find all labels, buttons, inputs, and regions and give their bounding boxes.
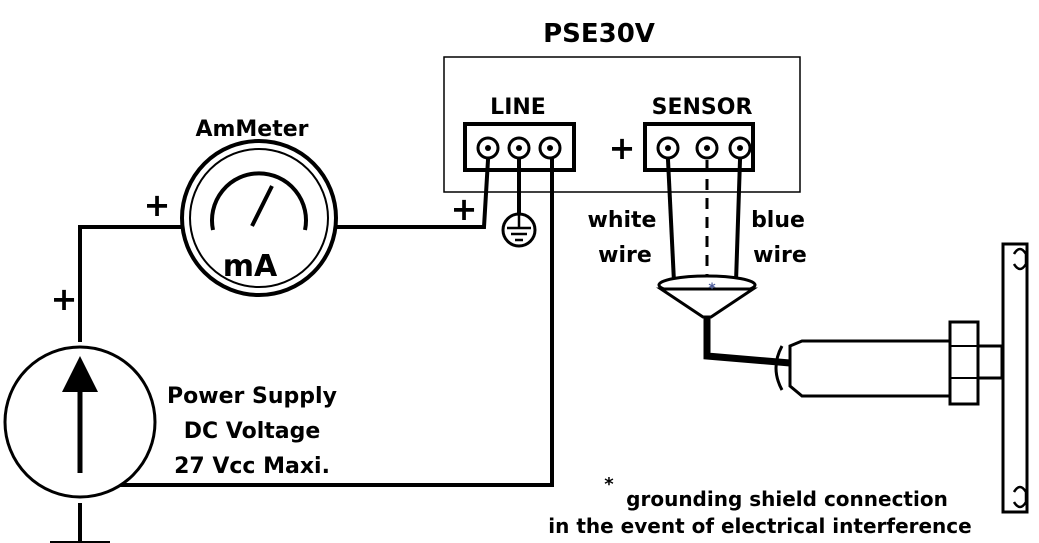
power-supply-line-3: 27 Vcc Maxi. (174, 454, 330, 479)
white-wire-label-2: wire (598, 243, 652, 268)
note-asterisk: * (604, 474, 614, 495)
cable-funnel-icon (656, 274, 791, 367)
device-title: PSE30V (543, 19, 655, 49)
blue-wire-label-2: wire (753, 243, 807, 268)
power-supply-icon (3, 345, 157, 499)
sensor-terminal-block (643, 122, 755, 172)
sensor-label: SENSOR (652, 95, 753, 120)
power-supply-line-2: DC Voltage (184, 419, 321, 444)
sensor-plus-sign: + (609, 129, 636, 167)
line-plus-sign: + (451, 190, 478, 228)
white-wire-label-1: white (588, 208, 657, 233)
ammeter-icon (180, 139, 338, 297)
note-line-2: in the event of electrical interference (548, 514, 971, 538)
blue-wire-label-1: blue (751, 208, 805, 233)
ammeter-plus-sign: + (144, 186, 171, 224)
pressure-sensor-icon (774, 242, 1029, 514)
ammeter-unit: mA (223, 249, 278, 284)
ground-icon (501, 212, 537, 248)
circuit-wires (50, 157, 743, 543)
line-label: LINE (490, 95, 546, 120)
power-supply-plus-sign: + (51, 280, 78, 318)
power-supply-line-1: Power Supply (167, 384, 337, 409)
note-line-1: grounding shield connection (626, 487, 948, 511)
ammeter-label: AmMeter (195, 117, 308, 142)
shield-asterisk: * (708, 281, 716, 297)
